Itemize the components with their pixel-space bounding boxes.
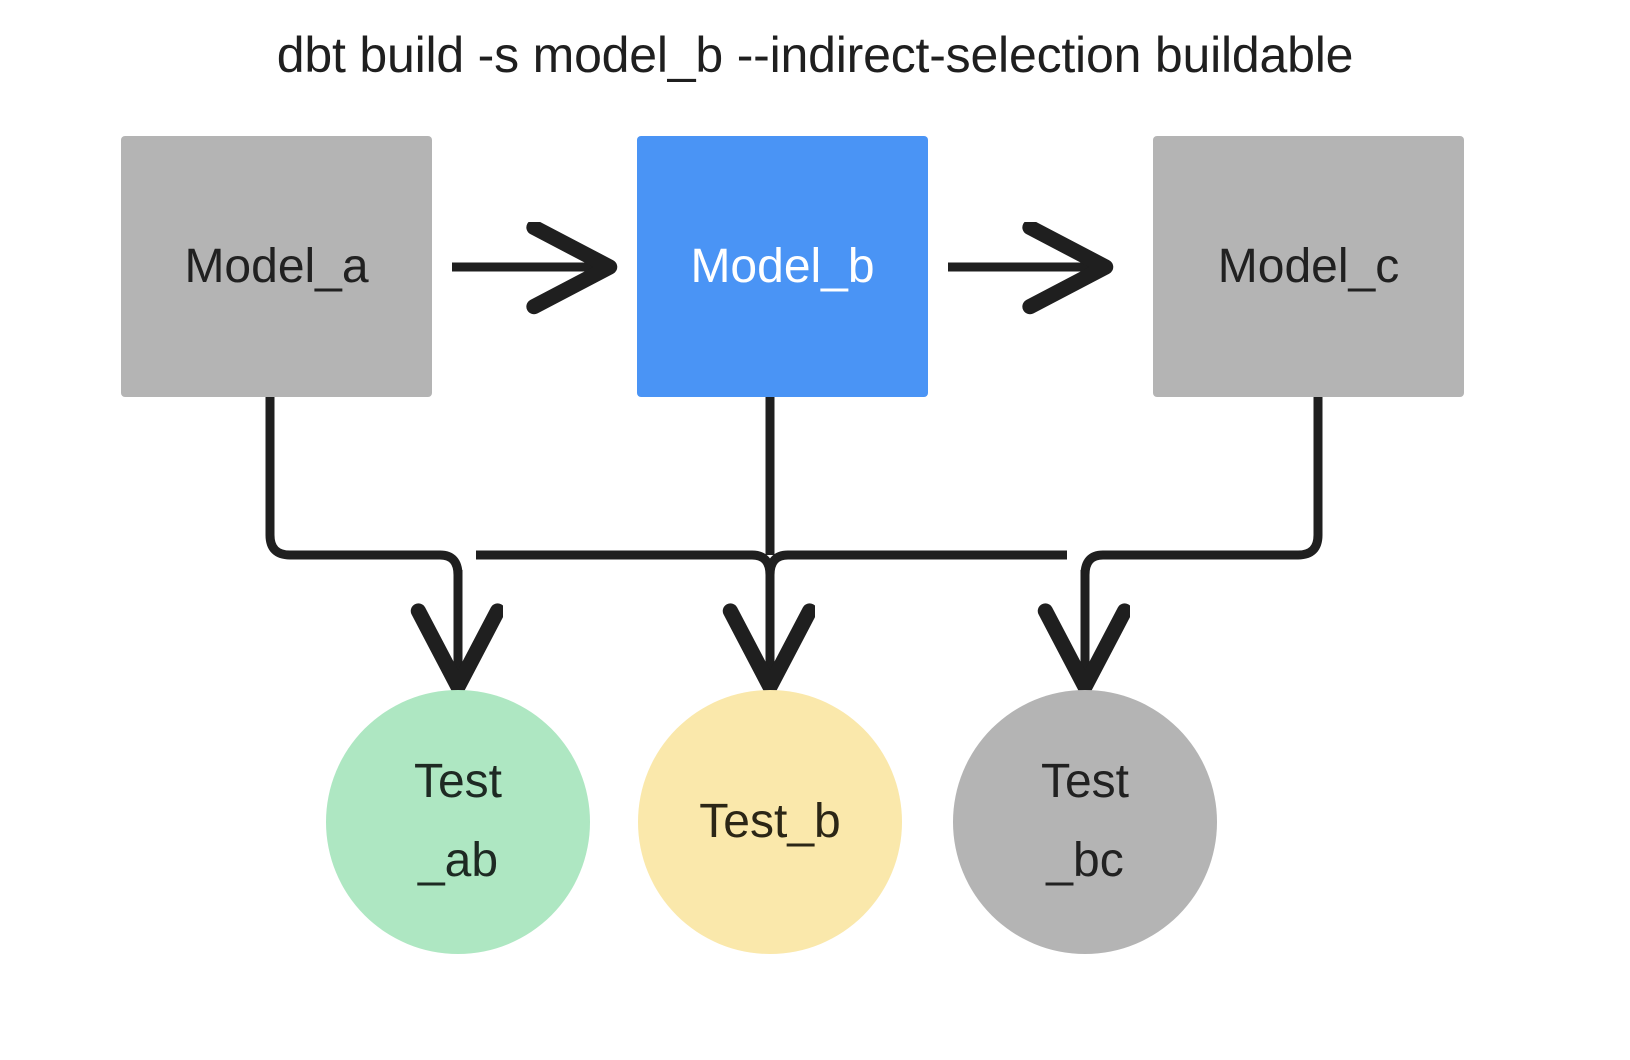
diagram-title: dbt build -s model_b --indirect-selectio…	[276, 27, 1354, 83]
node-test-bc-label-line1: Test	[1040, 755, 1130, 809]
node-test-b[interactable]: Test_b	[638, 690, 902, 954]
node-test-ab-label-line1: Test	[413, 755, 503, 809]
connector-model-a-to-bus	[265, 397, 463, 576]
node-model-c[interactable]: Model_c	[1153, 136, 1464, 397]
node-test-ab[interactable]: Test _ab	[326, 690, 590, 954]
node-model-c-label: Model_c	[1217, 240, 1400, 293]
node-model-a-label: Model_a	[184, 240, 369, 293]
node-test-bc-label-line2: _bc	[1046, 834, 1124, 887]
node-test-b-label-line1: Test_b	[699, 794, 841, 848]
node-test-ab-label-line2: _ab	[417, 834, 499, 887]
node-model-b[interactable]: Model_b	[637, 136, 928, 397]
node-test-bc[interactable]: Test _bc	[953, 690, 1217, 954]
node-model-a[interactable]: Model_a	[121, 136, 432, 397]
connector-model-c-to-bus	[1080, 397, 1323, 576]
node-model-b-label: Model_b	[690, 240, 875, 293]
